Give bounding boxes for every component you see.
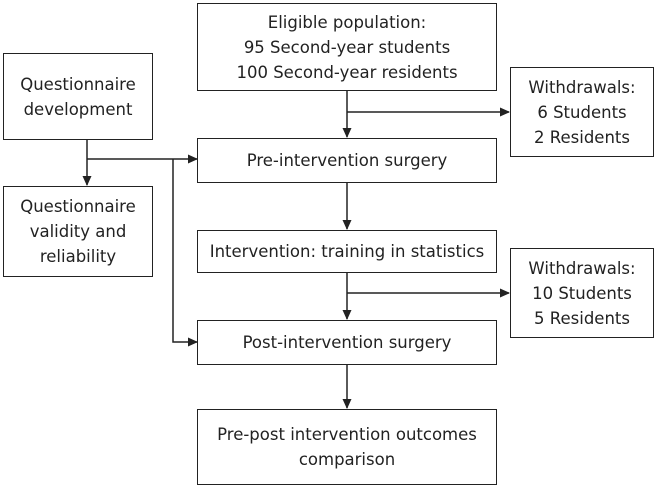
outcomes-comparison-line2: comparison (298, 450, 396, 469)
intervention-label: Intervention: training in statistics (209, 242, 485, 261)
questionnaire-validity-line1: Questionnaire (20, 197, 136, 216)
pre-intervention-surgery-label: Pre-intervention surgery (246, 151, 448, 170)
eligible-population-title: Eligible population: (267, 12, 427, 32)
pre-intervention-surgery-box: Pre-intervention surgery (197, 138, 497, 183)
withdrawals-1-title: Withdrawals: (528, 77, 636, 97)
outcomes-comparison-box: Pre-post intervention outcomes compariso… (197, 409, 497, 485)
questionnaire-development-line2: development (23, 99, 133, 119)
questionnaire-validity-line2: validity and (29, 222, 127, 241)
eligible-students-count: 95 Second-year students (243, 37, 451, 57)
eligible-residents-count: 100 Second-year residents (236, 62, 458, 82)
withdrawals-box-2: Withdrawals: 10 Students 5 Residents (510, 248, 654, 338)
post-intervention-surgery-box: Post-intervention surgery (197, 320, 497, 365)
withdrawals-2-students: 10 Students (532, 283, 632, 303)
questionnaire-development-line1: Questionnaire (20, 74, 136, 94)
questionnaire-validity-line3: reliability (39, 247, 117, 266)
withdrawals-2-residents: 5 Residents (534, 308, 630, 328)
post-intervention-surgery-label: Post-intervention surgery (242, 333, 452, 352)
questionnaire-validity-box: Questionnaire validity and reliability (3, 186, 153, 277)
arrow-dev-to-post (172, 159, 198, 347)
outcomes-comparison-line1: Pre-post intervention outcomes (217, 425, 477, 444)
questionnaire-development-box: Questionnaire development (3, 53, 153, 140)
withdrawals-1-students: 6 Students (537, 102, 627, 122)
eligible-population-box: Eligible population: 95 Second-year stud… (197, 3, 497, 91)
withdrawals-box-1: Withdrawals: 6 Students 2 Residents (510, 67, 654, 157)
withdrawals-1-residents: 2 Residents (534, 127, 630, 147)
withdrawals-2-title: Withdrawals: (528, 258, 636, 278)
intervention-box: Intervention: training in statistics (197, 230, 497, 273)
